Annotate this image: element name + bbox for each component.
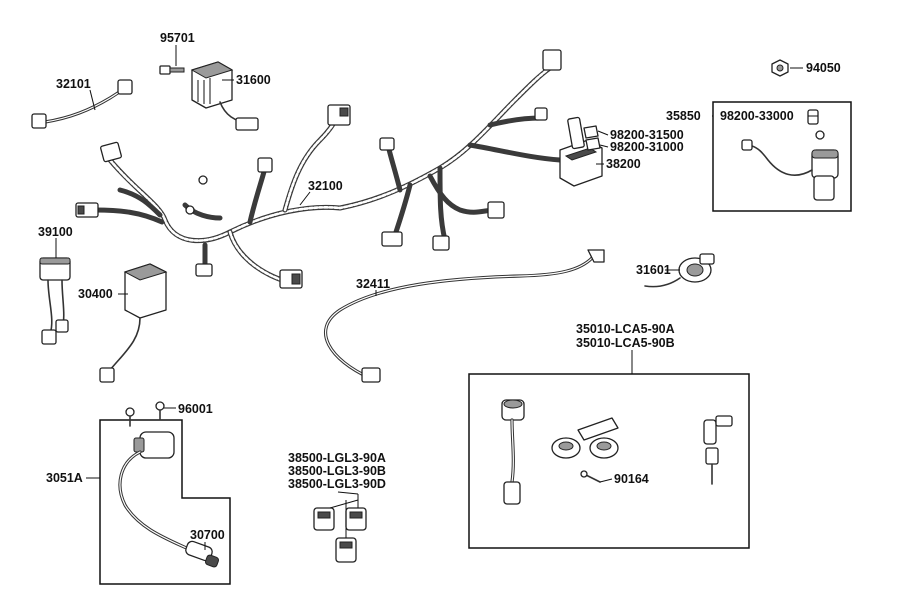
box-35010 (468, 373, 750, 549)
label-94050: 94050 (806, 61, 841, 75)
label-31601: 31601 (636, 263, 671, 277)
part-31600-regulator[interactable] (190, 61, 259, 131)
part-35010-ignition-switch[interactable] (501, 399, 525, 505)
label-98200-33000: 98200-33000 (720, 109, 794, 123)
label-96001: 96001 (178, 402, 213, 416)
label-30700: 30700 (190, 528, 225, 542)
label-30400: 30400 (78, 287, 113, 301)
box-35850 (712, 101, 852, 212)
label-35850: 35850 (666, 109, 701, 123)
harness-connectors (75, 49, 562, 289)
label-3051A: 3051A (46, 471, 83, 485)
part-94050-nut[interactable] (771, 59, 789, 77)
part-96001-bolts[interactable] (125, 401, 165, 427)
part-39100-relay[interactable] (39, 257, 71, 345)
box-3051A (99, 419, 231, 585)
label-32411: 32411 (356, 277, 390, 291)
part-35010-seat-locks[interactable] (551, 417, 619, 459)
wire-harness-32100[interactable] (92, 65, 563, 286)
label-98200-31000: 98200-31000 (610, 140, 684, 154)
label-39100: 39100 (38, 225, 73, 239)
label-32101: 32101 (56, 77, 91, 91)
part-32101-wire[interactable] (31, 79, 133, 129)
label-35010-lca5-90b: 35010-LCA5-90B (576, 336, 675, 350)
part-38200-fusebox[interactable] (559, 116, 603, 187)
label-32100: 32100 (308, 179, 343, 193)
label-38200: 38200 (606, 157, 641, 171)
part-95701-bolt[interactable] (159, 65, 185, 75)
label-90164: 90164 (614, 472, 649, 486)
label-31600: 31600 (236, 73, 271, 87)
label-95701: 95701 (160, 31, 195, 45)
leader-lines (55, 45, 818, 550)
part-labels: 95701 32101 31600 94050 35850 98200-3300… (38, 31, 841, 542)
label-35010-lca5-90a: 35010-LCA5-90A (576, 322, 675, 336)
part-38500-relays[interactable] (313, 494, 367, 563)
label-98200-31500: 98200-31500 (610, 128, 684, 142)
part-32411-cable[interactable] (324, 249, 605, 383)
label-38500-lgl3-90d: 38500-LGL3-90D (288, 477, 386, 491)
label-38500-lgl3-90a: 38500-LGL3-90A (288, 451, 386, 465)
part-35850-starter-relay[interactable] (741, 109, 839, 201)
part-3051A-ignition-coil[interactable] (118, 431, 197, 554)
part-30700-plug-cap[interactable] (184, 540, 220, 568)
part-35010-keys[interactable] (703, 415, 733, 485)
part-90164-screw[interactable] (580, 470, 601, 483)
label-38500-lgl3-90b: 38500-LGL3-90B (288, 464, 386, 478)
part-30400-cdi[interactable] (99, 263, 168, 383)
